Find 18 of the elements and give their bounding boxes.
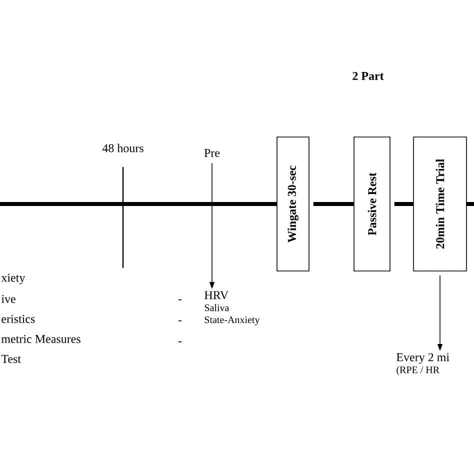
heading: 2 Part: [352, 72, 384, 80]
measure-note: Every 2 mi (RPE / HR: [396, 353, 450, 376]
list-item: metric Measures: [1, 334, 80, 344]
phase-box: Wingate 30-sec: [276, 136, 310, 272]
measure-list: HRV Saliva State-Anxiety: [204, 291, 260, 326]
list-item: ive: [1, 294, 16, 304]
phase-box: 20min Time Trial: [413, 136, 467, 272]
list-item: eristics: [2, 314, 35, 324]
dash: -: [178, 299, 182, 300]
dash: -: [178, 341, 182, 342]
time-label: 48 hours: [102, 144, 144, 152]
timeline-segment: [394, 202, 414, 206]
phase-box: Passive Rest: [354, 136, 390, 272]
pre-label: Pre: [204, 149, 220, 157]
list-item: xiety: [1, 274, 26, 284]
timeline-segment: [313, 202, 354, 206]
dash: -: [178, 320, 182, 322]
list-item: Test: [1, 355, 21, 363]
